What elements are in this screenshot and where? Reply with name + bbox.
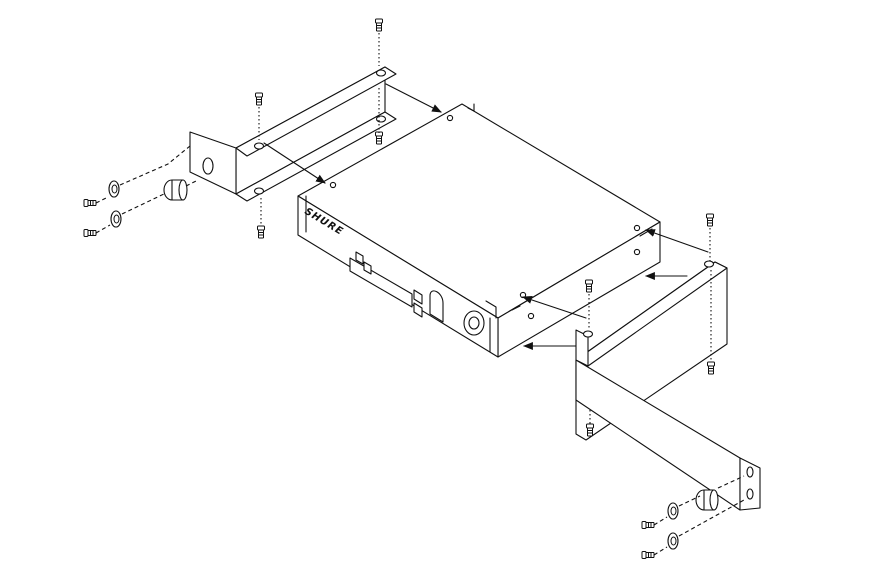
washer-icon bbox=[110, 210, 122, 228]
washer-icon bbox=[667, 532, 679, 550]
bracket-hole bbox=[253, 187, 265, 195]
side-mount-hole bbox=[527, 312, 535, 320]
screw-icon bbox=[641, 551, 655, 559]
screw-icon bbox=[257, 225, 265, 239]
ear-hole bbox=[202, 157, 214, 175]
screw-icon bbox=[83, 229, 97, 237]
bracket-hole bbox=[582, 330, 594, 338]
bracket-bottom-lip bbox=[235, 111, 397, 202]
bracket-hole bbox=[253, 142, 265, 150]
receiver-front-panel bbox=[297, 195, 499, 358]
washer-icon bbox=[108, 180, 120, 198]
arrow-icon bbox=[645, 229, 709, 253]
screw-icon bbox=[707, 361, 715, 375]
arrow-icon bbox=[263, 142, 326, 184]
plug-cap-right bbox=[695, 489, 719, 511]
screw-icon bbox=[255, 92, 263, 106]
plug-cap-left bbox=[163, 179, 188, 201]
ear-hole bbox=[746, 466, 754, 478]
washer-icon bbox=[667, 502, 679, 520]
arrow-icon bbox=[385, 83, 442, 113]
bracket-hole bbox=[375, 69, 387, 77]
assembly-arrows bbox=[263, 83, 709, 350]
chassis-notch bbox=[467, 103, 497, 319]
top-mount-hole bbox=[329, 181, 337, 189]
front-panel-edges bbox=[305, 195, 491, 353]
front-button bbox=[413, 289, 423, 305]
top-mount-hole bbox=[446, 114, 454, 122]
bracket-hole bbox=[375, 115, 387, 123]
front-rack-bracket bbox=[575, 260, 761, 511]
front-button bbox=[413, 302, 423, 318]
side-mount-hole bbox=[633, 248, 641, 256]
front-button bbox=[355, 251, 364, 265]
arrow-icon bbox=[522, 296, 587, 319]
side-mount-hole bbox=[633, 224, 641, 232]
front-button bbox=[363, 261, 372, 275]
bracket-top-lip bbox=[235, 66, 397, 157]
bracket-hole bbox=[703, 260, 715, 268]
alignment-lines bbox=[95, 33, 745, 556]
screw-icon bbox=[83, 199, 97, 207]
front-display-panel bbox=[349, 251, 485, 336]
screw-icon bbox=[375, 18, 383, 32]
bracket-ear bbox=[739, 457, 761, 511]
screw-icon bbox=[706, 213, 714, 227]
power-switch bbox=[429, 290, 444, 323]
rear-rack-bracket bbox=[189, 66, 397, 202]
antenna-jack-inner bbox=[468, 316, 480, 330]
receiver-unit: SHURE bbox=[297, 103, 661, 358]
screw-icon bbox=[375, 131, 383, 145]
screw-icon bbox=[641, 521, 655, 529]
ear-hole bbox=[746, 488, 754, 500]
